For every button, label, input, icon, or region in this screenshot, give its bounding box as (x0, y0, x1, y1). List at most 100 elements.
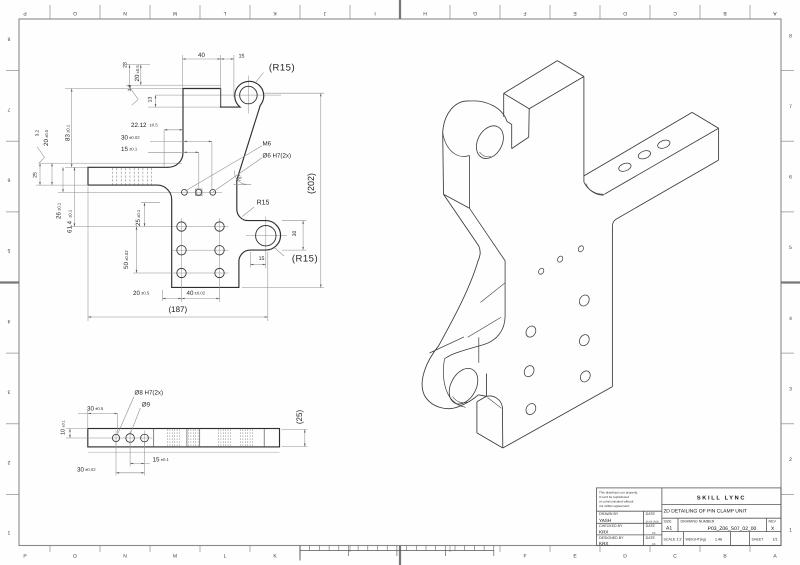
svg-text:40: 40 (187, 290, 194, 297)
svg-text:40: 40 (198, 52, 205, 59)
svg-text:C: C (673, 554, 677, 560)
svg-text:XX: XX (652, 532, 656, 535)
svg-text:±0.1: ±0.1 (66, 124, 71, 133)
svg-text:C: C (673, 10, 677, 16)
svg-text:5: 5 (7, 247, 10, 253)
svg-text:R15: R15 (257, 200, 270, 207)
svg-text:25: 25 (135, 219, 142, 226)
svg-text:K: K (273, 10, 277, 16)
svg-text:Ø9: Ø9 (142, 401, 151, 408)
svg-text:K: K (273, 554, 277, 560)
svg-text:1.46: 1.46 (715, 538, 722, 542)
svg-text:61.4: 61.4 (67, 220, 74, 233)
svg-text:M: M (173, 554, 177, 560)
svg-text:15: 15 (259, 256, 265, 262)
svg-text:2: 2 (789, 457, 792, 463)
svg-text:13: 13 (147, 97, 153, 103)
svg-text:2D DETAILING OF PIN CLAMP UNIT: 2D DETAILING OF PIN CLAMP UNIT (664, 508, 747, 514)
svg-text:E: E (573, 554, 577, 560)
svg-text:(25): (25) (295, 410, 304, 425)
svg-text:KRX: KRX (599, 541, 608, 546)
svg-text:50: 50 (123, 262, 130, 269)
svg-text:DATE: DATE (646, 536, 656, 540)
svg-text:±0.1: ±0.1 (129, 147, 138, 152)
svg-text:8: 8 (789, 33, 792, 39)
svg-text:4: 4 (7, 318, 10, 324)
svg-text:DATE: DATE (646, 524, 656, 528)
svg-text:(202): (202) (306, 173, 316, 194)
svg-text:30: 30 (121, 135, 128, 142)
svg-text:A: A (773, 554, 777, 560)
svg-text:SKILL LYNC: SKILL LYNC (697, 495, 746, 501)
svg-text:±0.5: ±0.5 (135, 65, 140, 74)
svg-text:±0.1: ±0.1 (68, 209, 73, 218)
svg-text:XX: XX (652, 543, 656, 546)
svg-text:23: 23 (123, 62, 129, 68)
svg-text:DATE: DATE (646, 512, 656, 516)
svg-text:(R15): (R15) (292, 254, 318, 265)
svg-text:REV: REV (769, 519, 777, 523)
svg-text:O: O (73, 554, 77, 560)
svg-text:H: H (423, 10, 427, 16)
svg-text:DRAWING NUMBER: DRAWING NUMBER (681, 519, 715, 523)
svg-text:3: 3 (7, 388, 10, 394)
svg-text:KRX: KRX (599, 530, 608, 535)
svg-text:26: 26 (56, 212, 63, 219)
svg-text:F: F (523, 554, 526, 560)
svg-text:15: 15 (239, 54, 245, 60)
svg-text:8: 8 (7, 35, 10, 41)
svg-text:±0.02: ±0.02 (85, 467, 96, 472)
svg-text:D: D (623, 554, 627, 560)
svg-text:(187): (187) (168, 305, 187, 314)
svg-text:±0.5: ±0.5 (150, 123, 159, 128)
svg-text:30: 30 (87, 406, 94, 413)
svg-text:E: E (573, 10, 577, 16)
svg-text:CHECKED BY: CHECKED BY (599, 524, 623, 528)
svg-text:15: 15 (153, 456, 160, 463)
svg-text:83: 83 (65, 134, 72, 141)
svg-text:B: B (723, 554, 727, 560)
svg-text:O: O (73, 10, 77, 16)
svg-text:1:2: 1:2 (677, 538, 682, 542)
svg-text:30: 30 (77, 467, 84, 474)
svg-text:DRAWN BY: DRAWN BY (599, 512, 619, 516)
svg-text:I: I (374, 10, 375, 16)
svg-text:15: 15 (121, 146, 128, 153)
svg-text:P: P (23, 10, 27, 16)
svg-text:30: 30 (292, 231, 298, 237)
svg-text:6: 6 (7, 177, 10, 183)
svg-text:1/1: 1/1 (773, 538, 778, 542)
svg-text:N: N (123, 10, 127, 16)
svg-text:L: L (224, 554, 227, 560)
svg-text:26-06-2020: 26-06-2020 (646, 520, 660, 523)
svg-text:±0.5: ±0.5 (141, 291, 150, 296)
svg-text:M6: M6 (263, 141, 272, 148)
svg-text:22.12: 22.12 (131, 122, 147, 129)
svg-text:N: N (123, 554, 127, 560)
svg-text:7: 7 (7, 106, 10, 112)
svg-text:This drawing is our property.: This drawing is our property. (599, 491, 638, 495)
svg-text:±0.1: ±0.1 (136, 209, 141, 218)
svg-text:Ø8 H7(2x): Ø8 H7(2x) (135, 389, 164, 396)
svg-text:±0.02: ±0.02 (195, 291, 206, 296)
svg-text:6: 6 (789, 175, 792, 181)
svg-text:3.2: 3.2 (35, 129, 40, 136)
svg-text:3: 3 (789, 386, 792, 392)
svg-text:±0.1: ±0.1 (62, 420, 66, 427)
svg-text:J: J (323, 10, 326, 16)
svg-text:SIZE: SIZE (664, 519, 673, 523)
svg-text:M: M (173, 10, 177, 16)
svg-text:WEIGHT(kg): WEIGHT(kg) (686, 538, 707, 542)
svg-text:4: 4 (789, 316, 792, 322)
svg-text:X: X (771, 526, 775, 532)
svg-text:YASH: YASH (599, 518, 611, 523)
svg-text:P03_Z06_S07_02_00: P03_Z06_S07_02_00 (708, 526, 757, 532)
svg-text:It can't be reproduced: It can't be reproduced (599, 495, 629, 499)
svg-text:10: 10 (61, 429, 67, 435)
svg-text:(R15): (R15) (269, 63, 295, 74)
svg-text:±0.5: ±0.5 (95, 406, 104, 411)
svg-text:25: 25 (33, 172, 39, 178)
svg-text:1: 1 (7, 530, 10, 536)
svg-text:G: G (473, 10, 477, 16)
svg-text:or communicated without: or communicated without (599, 500, 634, 504)
